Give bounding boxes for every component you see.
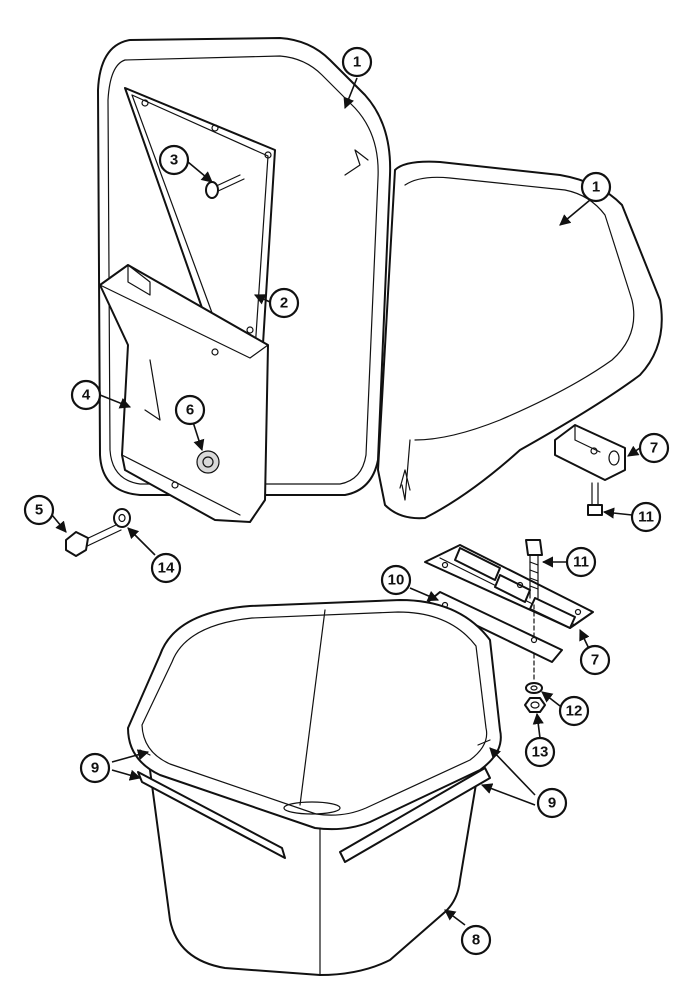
- callout-10: 10: [380, 564, 412, 596]
- callout-3: 3: [158, 144, 190, 176]
- storage-tub: [127, 599, 502, 976]
- svg-text:14: 14: [158, 560, 175, 577]
- leader-lines: [51, 77, 641, 926]
- callout-1-back: 1: [341, 46, 373, 78]
- svg-text:10: 10: [388, 572, 405, 589]
- callout-6: 6: [174, 394, 206, 426]
- svg-text:7: 7: [591, 652, 599, 669]
- callout-9-right: 9: [536, 787, 568, 819]
- hinge: [424, 544, 594, 629]
- washer-14: [113, 508, 131, 528]
- svg-text:11: 11: [573, 554, 589, 571]
- bracket: [99, 264, 269, 523]
- svg-text:8: 8: [472, 932, 480, 949]
- nut-6: [196, 450, 220, 474]
- callout-2: 2: [268, 287, 300, 319]
- svg-text:5: 5: [35, 502, 43, 519]
- svg-text:4: 4: [82, 387, 91, 404]
- callout-7-upper: 7: [638, 432, 670, 464]
- callout-5: 5: [23, 494, 55, 526]
- callout-14: 14: [150, 552, 182, 584]
- svg-text:11: 11: [638, 509, 654, 526]
- washer-12: [525, 682, 543, 694]
- svg-text:7: 7: [650, 440, 658, 457]
- callout-8: 8: [460, 924, 492, 956]
- seat-cushion: [377, 160, 663, 520]
- callout-11-upper: 11: [630, 501, 662, 533]
- bolt-5: [65, 523, 122, 557]
- bolt-11-upper: [587, 482, 603, 516]
- callout-7-lower: 7: [579, 644, 611, 676]
- svg-text:12: 12: [566, 703, 583, 720]
- callout-12: 12: [558, 695, 590, 727]
- svg-text:9: 9: [548, 795, 556, 812]
- svg-text:13: 13: [532, 744, 549, 761]
- svg-text:9: 9: [91, 760, 99, 777]
- hinge-bracket-seat: [554, 424, 626, 481]
- callout-9-left: 9: [79, 752, 111, 784]
- svg-text:1: 1: [353, 54, 361, 71]
- callout-4: 4: [70, 379, 102, 411]
- svg-text:1: 1: [592, 179, 600, 196]
- callout-1-cushion: 1: [580, 171, 612, 203]
- svg-text:2: 2: [280, 295, 288, 312]
- callout-11-lower: 11: [565, 546, 597, 578]
- nut-13: [524, 697, 546, 713]
- callout-13: 13: [524, 736, 556, 768]
- svg-text:6: 6: [186, 402, 194, 419]
- svg-text:3: 3: [170, 152, 178, 169]
